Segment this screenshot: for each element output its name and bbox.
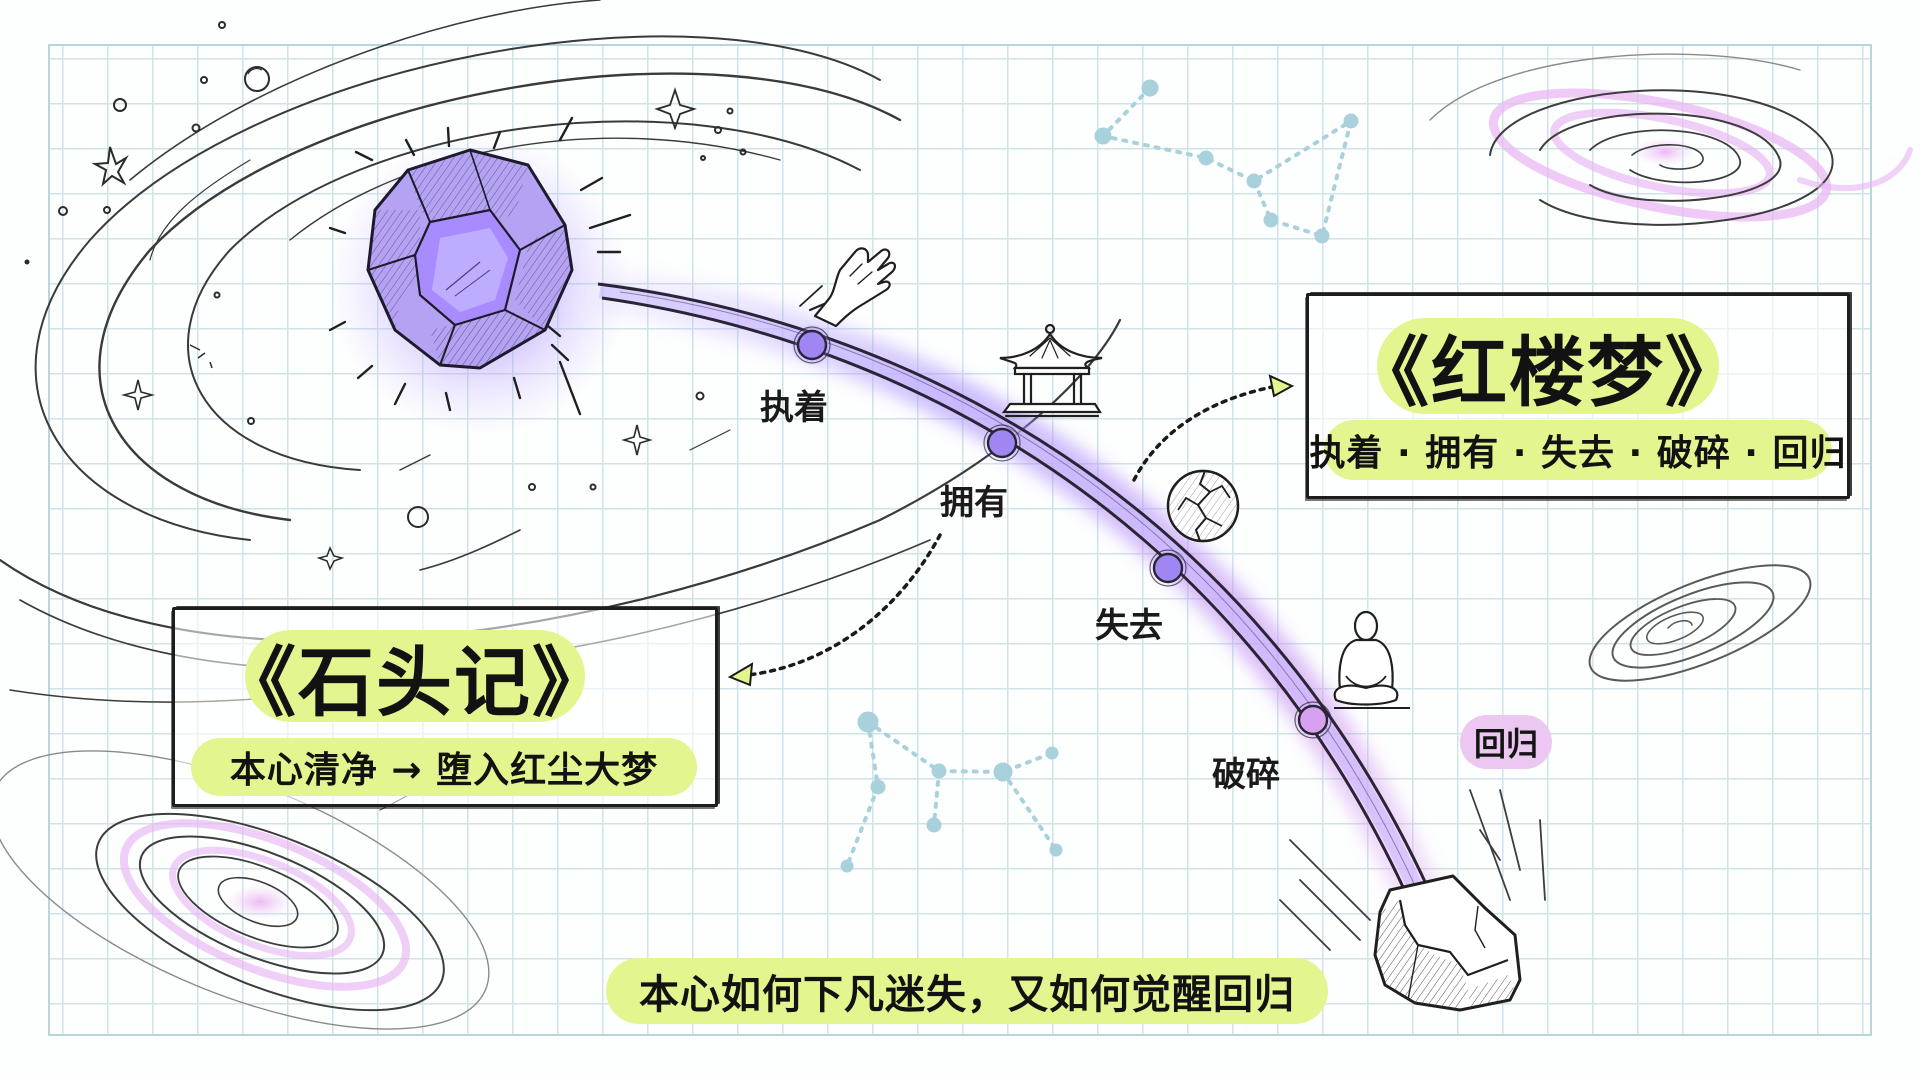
cracked-orb-icon [1166,469,1240,543]
grasping-hand-icon [799,247,897,328]
constellation-bottom [840,711,1063,873]
galaxy-swirl-top-right [1429,53,1913,226]
hongloumeng-subtitle: 执着 · 拥有 · 失去 · 破碎 · 回归 [1310,420,1846,480]
shitouji-title: 《石头记》 [220,630,608,727]
constellation-top [1094,79,1359,244]
galaxy-swirl-right [1588,564,1812,682]
node-posui [1294,701,1332,739]
label-yongyou: 拥有 [940,483,1008,523]
trajectory-nodes [793,326,1332,739]
label-posui: 破碎 [1212,755,1280,795]
galaxy-swirl-bottom-left [0,750,490,1030]
label-huigui: 回归 [1460,715,1553,769]
arrowhead-right [1268,374,1295,398]
plain-stone-icon [1373,874,1522,1012]
stars-scatter [24,21,747,571]
label-shiqu: 失去 [1095,606,1163,646]
node-yongyou [983,424,1021,462]
shitouji-subtitle: 本心清净 → 堕入红尘大梦 [191,738,697,796]
node-zhizhuo [793,326,831,364]
hongloumeng-box: 《红楼梦》 执着 · 拥有 · 失去 · 破碎 · 回归 [1306,293,1850,499]
arrowhead-left [727,662,754,687]
meditating-figure-icon [1333,610,1410,709]
speed-lines [1279,789,1546,951]
trajectory-path [596,267,1452,930]
glowing-purple-gem-icon [328,116,632,435]
node-shiqu [1149,549,1187,587]
shitouji-box: 《石头记》 本心清净 → 堕入红尘大梦 [172,607,718,807]
caption-pill: 本心如何下凡迷失，又如何觉醒回归 [606,958,1328,1024]
dashed-arrow-to-left-box [746,533,942,677]
pavilion-icon [999,323,1103,418]
label-zhizhuo: 执着 [760,388,828,428]
dashed-arrow-to-right-box [1132,385,1274,482]
hongloumeng-title: 《红楼梦》 [1353,318,1741,417]
